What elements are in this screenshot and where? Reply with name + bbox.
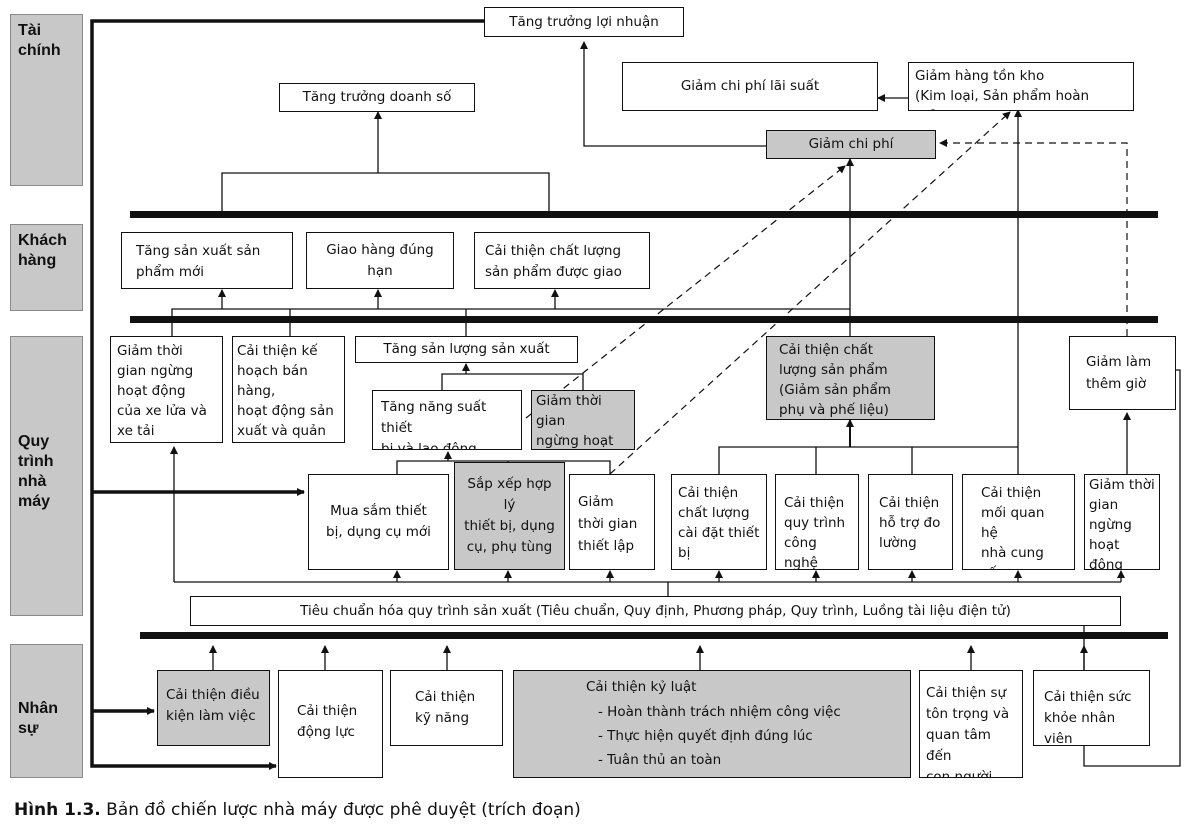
box-sales-production-plan: Cải thiện kế hoạch bán hàng, hoạt động s… bbox=[232, 336, 345, 443]
separator-finance-customer bbox=[130, 211, 1158, 218]
discipline-item: - Hoàn thành trách nhiệm công việc bbox=[598, 704, 841, 720]
discipline-item: - Thực hiện quyết định đúng lúc bbox=[598, 728, 813, 744]
caption-text: Bản đồ chiến lược nhà máy được phê duyệt… bbox=[100, 800, 581, 820]
figure-caption: Hình 1.3. Bản đồ chiến lược nhà máy được… bbox=[14, 800, 581, 820]
box-working-conditions: Cải thiện điều kiện làm việc bbox=[157, 670, 270, 746]
lane-process: Quy trình nhà máy bbox=[10, 336, 83, 616]
box-buy-new-equipment: Mua sắm thiết bị, dụng cụ mới bbox=[308, 474, 449, 570]
box-delivered-quality: Cải thiện chất lượng sản phẩm được giao bbox=[474, 232, 650, 289]
box-downtime-reduction: Giảm thời gian ngừng hoạt động bbox=[531, 390, 635, 450]
box-interest-cost: Giảm chi phí lãi suất bbox=[622, 62, 878, 111]
box-standardization: Tiêu chuẩn hóa quy trình sản xuất (Tiêu … bbox=[190, 596, 1121, 626]
box-output-increase: Tăng sản lượng sản xuất bbox=[355, 336, 578, 363]
box-tech-process: Cải thiện quy trình công nghệ bbox=[775, 474, 859, 570]
box-discipline: Cải thiện kỷ luật - Hoàn thành trách nhi… bbox=[513, 670, 911, 778]
box-supplier-relations: Cải thiện mối quan hệ nhà cung cấp bbox=[962, 474, 1075, 570]
box-skills: Cải thiện kỹ năng bbox=[390, 670, 503, 746]
box-profit-growth: Tăng trưởng lợi nhuận bbox=[484, 7, 684, 37]
box-motivation: Cải thiện động lực bbox=[278, 670, 383, 778]
discipline-list: - Hoàn thành trách nhiệm công việc - Thự… bbox=[586, 700, 910, 772]
box-equipment-labor-productivity: Tăng năng suất thiết bị và lao động bbox=[372, 390, 522, 450]
separator-customer-process bbox=[130, 316, 1158, 323]
box-product-quality: Cải thiện chất lượng sản phẩm (Giảm sản … bbox=[766, 336, 935, 420]
separator-process-people bbox=[140, 632, 1168, 639]
lane-customer: Khách hàng bbox=[10, 224, 83, 311]
box-respect: Cải thiện sự tôn trọng và quan tâm đến c… bbox=[919, 670, 1023, 778]
box-new-products: Tăng sản xuất sản phẩm mới bbox=[121, 232, 293, 289]
box-arrange-equipment: Sắp xếp hợp lý thiết bị, dụng cụ, phụ tù… bbox=[454, 462, 565, 570]
box-cost-reduction: Giảm chi phí bbox=[766, 130, 936, 159]
box-sales-growth: Tăng trưởng doanh số bbox=[279, 83, 475, 112]
box-overtime-reduction: Giảm làm thêm giờ bbox=[1069, 336, 1176, 410]
lane-finance: Tài chính bbox=[10, 14, 83, 186]
box-health: Cải thiện sức khỏe nhân viên bbox=[1033, 670, 1150, 746]
caption-label: Hình 1.3. bbox=[14, 800, 101, 820]
box-inventory-reduction: Giảm hàng tồn kho (Kim loại, Sản phẩm ho… bbox=[908, 62, 1134, 111]
box-setup-time: Giảm thời gian thiết lập bbox=[569, 474, 655, 570]
box-on-time-delivery: Giao hàng đúng hạn bbox=[306, 232, 454, 289]
box-it-downtime: Giảm thời gian ngừng hoạt động của phần … bbox=[1084, 474, 1160, 570]
box-equipment-install-quality: Cải thiện chất lượng cài đặt thiết bị bbox=[671, 474, 767, 570]
discipline-title: Cải thiện kỷ luật bbox=[586, 679, 697, 695]
box-measurement-support: Cải thiện hỗ trợ đo lường bbox=[868, 474, 953, 570]
box-rail-truck-downtime: Giảm thời gian ngừng hoạt động của xe lử… bbox=[110, 336, 223, 443]
discipline-item: - Tuân thủ an toàn bbox=[598, 752, 722, 768]
lane-people: Nhân sự bbox=[10, 644, 83, 778]
